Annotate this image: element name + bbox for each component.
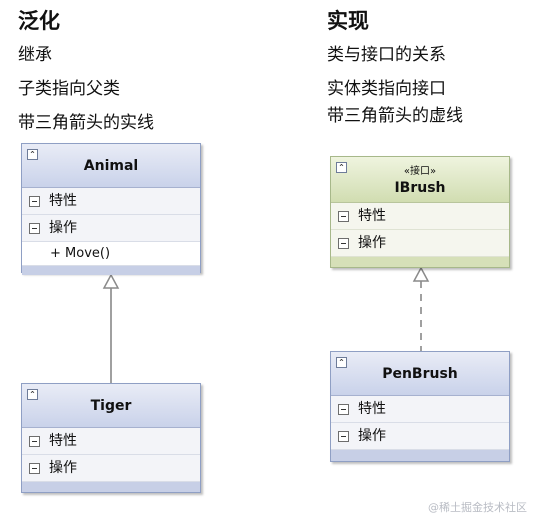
class-footer xyxy=(331,450,509,461)
penbrush-class[interactable]: ⌃ PenBrush 特性 操作 xyxy=(330,351,510,462)
class-footer xyxy=(22,482,200,492)
penbrush-class-header: ⌃ PenBrush xyxy=(331,352,509,396)
operations-compartment[interactable]: 操作 xyxy=(331,230,509,257)
minus-icon[interactable] xyxy=(338,431,349,442)
generalization-line-1: 继承 xyxy=(18,45,52,65)
class-name: IBrush xyxy=(394,180,446,196)
attributes-compartment[interactable]: 特性 xyxy=(22,188,200,215)
attributes-compartment[interactable]: 特性 xyxy=(22,428,200,455)
minus-icon[interactable] xyxy=(338,404,349,415)
minus-icon[interactable] xyxy=(29,196,40,207)
minus-icon[interactable] xyxy=(338,211,349,222)
ibrush-interface-header: ⌃ «接口» IBrush xyxy=(331,157,509,203)
minus-icon[interactable] xyxy=(29,436,40,447)
realization-line-2: 实体类指向接口 xyxy=(327,79,446,99)
attributes-compartment[interactable]: 特性 xyxy=(331,396,509,423)
realization-line-1: 类与接口的关系 xyxy=(327,45,446,65)
operations-label: 操作 xyxy=(358,428,386,444)
stereotype-label: «接口» xyxy=(403,166,437,177)
watermark: @稀土掘金技术社区 xyxy=(428,501,527,514)
operations-compartment[interactable]: 操作 xyxy=(22,455,200,482)
realization-line-3: 带三角箭头的虚线 xyxy=(327,106,463,126)
realization-title: 实现 xyxy=(327,9,369,33)
attributes-label: 特性 xyxy=(358,401,386,417)
class-footer xyxy=(331,257,509,267)
animal-class[interactable]: ⌃ Animal 特性 操作 + Move() xyxy=(21,143,201,275)
operations-compartment[interactable]: 操作 xyxy=(22,215,200,242)
attributes-compartment[interactable]: 特性 xyxy=(331,203,509,230)
minus-icon[interactable] xyxy=(29,223,40,234)
generalization-arrowhead xyxy=(102,273,120,289)
collapse-icon[interactable]: ⌃ xyxy=(336,357,347,368)
attributes-label: 特性 xyxy=(49,433,77,449)
class-name: Animal xyxy=(83,158,139,174)
operations-label: 操作 xyxy=(49,220,77,236)
operations-label: 操作 xyxy=(49,460,77,476)
class-name: PenBrush xyxy=(382,366,458,382)
tiger-class[interactable]: ⌃ Tiger 特性 操作 xyxy=(21,383,201,493)
method-move[interactable]: + Move() xyxy=(22,242,200,266)
generalization-line-3: 带三角箭头的实线 xyxy=(18,113,154,133)
animal-class-header: ⌃ Animal xyxy=(22,144,200,188)
operations-label: 操作 xyxy=(358,235,386,251)
attributes-label: 特性 xyxy=(358,208,386,224)
collapse-icon[interactable]: ⌃ xyxy=(336,162,347,173)
operations-compartment[interactable]: 操作 xyxy=(331,423,509,450)
realization-arrowhead xyxy=(412,266,430,282)
attributes-label: 特性 xyxy=(49,193,77,209)
class-footer xyxy=(22,266,200,275)
tiger-class-header: ⌃ Tiger xyxy=(22,384,200,428)
generalization-title: 泛化 xyxy=(18,9,60,33)
minus-icon[interactable] xyxy=(29,463,40,474)
generalization-line-2: 子类指向父类 xyxy=(18,79,120,99)
ibrush-interface[interactable]: ⌃ «接口» IBrush 特性 操作 xyxy=(330,156,510,268)
collapse-icon[interactable]: ⌃ xyxy=(27,149,38,160)
collapse-icon[interactable]: ⌃ xyxy=(27,389,38,400)
minus-icon[interactable] xyxy=(338,238,349,249)
class-name: Tiger xyxy=(90,398,132,414)
